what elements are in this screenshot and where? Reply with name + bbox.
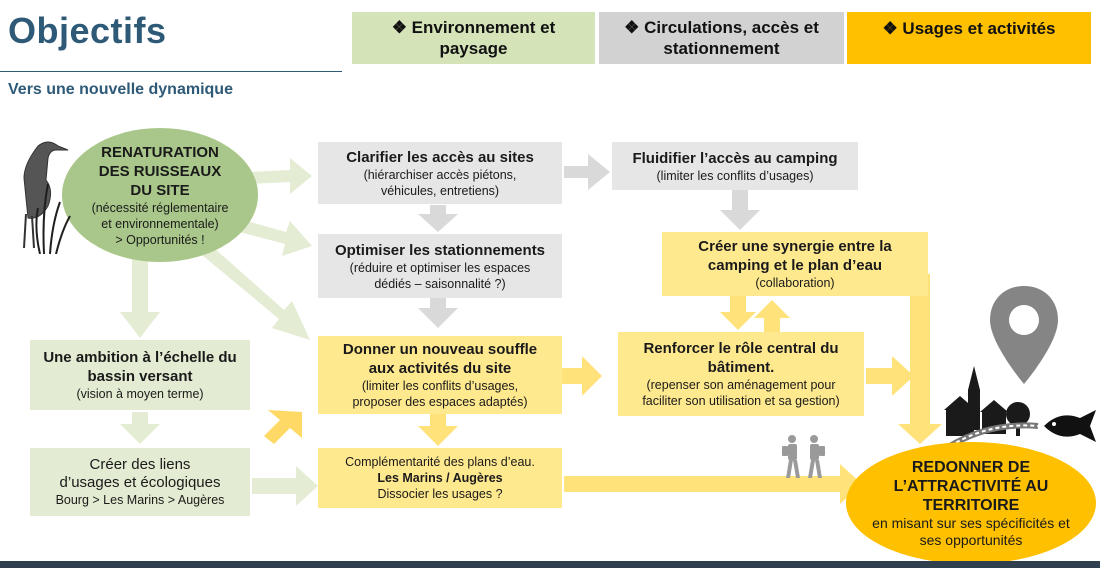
node-title: Optimiser les stationnements	[334, 241, 546, 259]
node-text: d’usages et écologiques	[59, 474, 221, 491]
node-detail: en misant sur ses spécificités et	[872, 514, 1070, 531]
node-souffle: Donner un nouveau souffle aux activités …	[318, 336, 562, 414]
map-pin-icon	[990, 286, 1058, 384]
node-clarifier: Clarifier les accès au sites (hiérarchis…	[318, 142, 562, 204]
hikers-icon	[782, 435, 825, 478]
node-detail: Bourg > Les Marins > Augères	[55, 493, 225, 507]
node-detail: (limiter les conflits d’usages)	[656, 168, 814, 183]
node-renforcer: Renforcer le rôle central du bâtiment. (…	[618, 332, 864, 416]
arrow-renaturation-optimiser	[232, 218, 312, 256]
node-title: TERRITOIRE	[922, 496, 1020, 514]
theme-label-line2: paysage	[439, 39, 508, 58]
footer-bar	[0, 561, 1100, 568]
arrow-liens-complementarite	[252, 466, 318, 506]
node-liens: Créer des liens d’usages et écologiques …	[30, 448, 250, 516]
arrow-clarifier-optimiser	[418, 205, 458, 232]
theme-label-line1: ❖ Usages et activités	[882, 19, 1056, 38]
node-complementarite: Complémentarité des plans d’eau. Les Mar…	[318, 448, 562, 508]
node-synergie: Créer une synergie entre la camping et l…	[662, 232, 928, 296]
node-title: L’ATTRACTIVITÉ AU	[893, 477, 1049, 495]
node-detail: (limiter les conflits d’usages,	[361, 379, 519, 393]
node-title: DU SITE	[130, 181, 190, 199]
arrow-souffle-liens	[264, 410, 302, 444]
node-text-bold: Les Marins / Augères	[377, 471, 503, 485]
node-title: Renforcer le rôle central du	[643, 340, 839, 357]
node-text: Créer des liens	[89, 456, 191, 473]
arrow-synergie-redonner	[898, 274, 942, 444]
theme-label-line2: stationnement	[663, 39, 780, 58]
heron-icon	[23, 141, 71, 254]
village-icon	[944, 366, 1039, 446]
arrow-optimiser-souffle	[418, 298, 458, 328]
node-fluidifier: Fluidifier l’accès au camping (limiter l…	[612, 142, 858, 190]
theme-circulations: ❖ Circulations, accès et stationnement	[599, 12, 844, 64]
node-title: aux activités du site	[368, 360, 512, 377]
arrow-renaturation-souffle	[196, 240, 310, 340]
arrow-souffle-renforcer	[562, 356, 602, 396]
node-title: camping et le plan d’eau	[707, 257, 883, 274]
node-title: Fluidifier l’accès au camping	[632, 149, 838, 167]
node-title: DES RUISSEAUX	[98, 162, 222, 180]
node-detail: (vision à moyen terme)	[76, 387, 204, 401]
arrow-fluidifier-synergie	[720, 190, 760, 230]
fish-icon	[1044, 410, 1096, 442]
node-title: bassin versant	[87, 368, 193, 385]
title-divider	[0, 71, 342, 72]
node-title: bâtiment.	[707, 359, 775, 376]
node-title: Clarifier les accès au sites	[346, 148, 534, 166]
theme-environnement: ❖ Environnement et paysage	[352, 12, 595, 64]
node-title: Une ambition à l’échelle du	[43, 349, 237, 366]
node-detail: proposer des espaces adaptés)	[352, 395, 528, 409]
arrow-renaturation-clarifier	[250, 158, 312, 194]
arrow-ambition-liens	[120, 412, 160, 444]
node-detail: > Opportunités !	[115, 232, 205, 247]
theme-label-line1: ❖ Circulations, accès et	[624, 18, 819, 37]
arrow-synergie-renforcer-down	[720, 296, 756, 330]
arrow-souffle-complementarite	[418, 414, 458, 446]
node-text: Complémentarité des plans d’eau.	[345, 455, 535, 469]
node-renaturation: RENATURATION DES RUISSEAUX DU SITE (néce…	[62, 128, 258, 262]
node-optimiser: Optimiser les stationnements (réduire et…	[318, 234, 562, 298]
node-detail: (repenser son aménagement pour	[646, 378, 836, 392]
arrow-complementarite-redonner	[564, 464, 862, 504]
node-redonner: REDONNER DE L’ATTRACTIVITÉ AU TERRITOIRE…	[846, 442, 1096, 564]
node-title: Donner un nouveau souffle	[342, 341, 538, 358]
node-detail: véhicules, entretiens)	[380, 183, 500, 198]
node-text: Dissocier les usages ?	[377, 487, 503, 501]
node-detail: dédiés – saisonnalité ?)	[374, 276, 506, 291]
arrow-renforcer-redonner	[866, 356, 914, 396]
arrow-clarifier-fluidifier	[564, 154, 610, 190]
node-title: Créer une synergie entre la	[698, 238, 892, 255]
node-detail: faciliter son utilisation et sa gestion)	[642, 394, 840, 408]
arrow-renaturation-ambition	[120, 258, 160, 338]
node-detail: ses opportunités	[919, 531, 1023, 548]
theme-label-line1: ❖ Environnement et	[391, 18, 556, 37]
node-detail: (réduire et optimiser les espaces	[349, 260, 531, 275]
node-title: REDONNER DE	[911, 458, 1031, 476]
node-detail: et environnementale)	[101, 216, 219, 231]
page-title: Objectifs	[8, 10, 167, 51]
node-detail: (hiérarchiser accès piétons,	[363, 167, 517, 182]
node-detail: (nécessité réglementaire	[91, 200, 229, 215]
page-subtitle: Vers une nouvelle dynamique	[8, 81, 233, 98]
node-detail: (collaboration)	[755, 276, 835, 290]
theme-usages: ❖ Usages et activités	[847, 12, 1091, 64]
node-title: RENATURATION	[101, 143, 219, 161]
arrow-renforcer-synergie-up	[754, 300, 790, 336]
node-ambition: Une ambition à l’échelle du bassin versa…	[30, 340, 250, 410]
